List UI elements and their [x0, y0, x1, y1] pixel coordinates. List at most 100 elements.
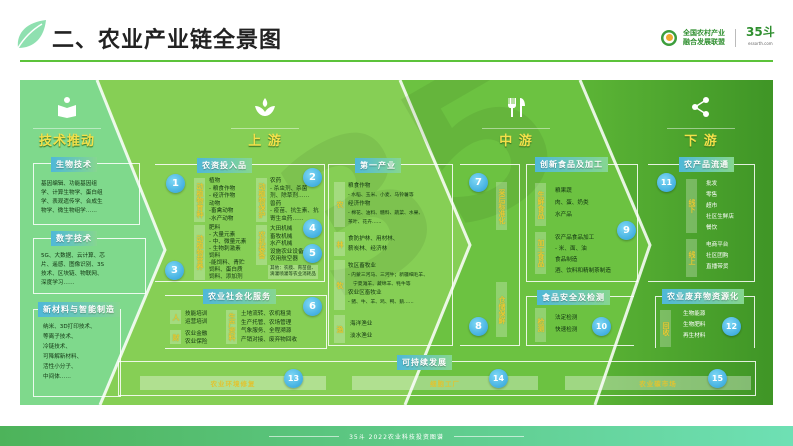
text-line: 中间体…… — [43, 374, 71, 380]
text-line: 动物 — [209, 200, 221, 207]
text-line: 海洋渔业 — [350, 321, 373, 327]
text-line: 设施农业设备 — [270, 248, 304, 255]
tech-rule — [33, 128, 101, 129]
text-line: 电商平台 — [706, 242, 729, 248]
fresh-food-content: 粮果蔬肉、蛋、奶类水产品 — [555, 185, 589, 221]
production-label: 生产资料 — [226, 310, 237, 344]
text-line: - 米、面、油 — [555, 246, 587, 252]
text-line: 生产托管、农场管理 — [241, 319, 292, 326]
text-line: 运营培训 — [185, 319, 208, 325]
text-line: 产销对接、废弃物回收 — [241, 336, 297, 343]
protection-content: 农药- 杀虫剂、杀菌剂、除草剂……兽药- 疫苗、抗生素、抗寄生虫药…… — [270, 178, 319, 223]
sustain-item-environment[interactable]: 农业环境修复 — [140, 376, 326, 390]
text-line: 植物 — [209, 178, 221, 184]
husbandry-content: 牧区畜牧业- 内蒙三河马、三河牛；新疆细毛羊、宁夏滩羊、藏绵羊、牦牛等农业区畜牧… — [348, 262, 428, 307]
text-line: 生物肥料 — [683, 322, 706, 328]
production-content: 土地流转、农机租赁生产托管、农场管理气象服务、全程溯源产销对接、废弃物回收 — [241, 310, 297, 344]
text-line: - 生物刺激素 — [209, 246, 241, 252]
text-line: 农用航空器 — [270, 256, 298, 262]
farming-label: 农 — [334, 182, 345, 227]
biotech-content: 基因编辑、功能基因组学、计算生物学、蛋白组学、表观遗传学、合成生物学、微生物组学… — [41, 180, 103, 216]
badge-3: 3 — [165, 261, 184, 280]
text-line: 食品制造 — [555, 257, 578, 263]
text-line: 片、遥感、图像识别、3S — [41, 262, 105, 268]
post-harvest-box — [460, 164, 520, 346]
people-content: 技能培训运营培训 — [185, 310, 207, 326]
sustainable-tag: 可持续发展 — [397, 355, 452, 370]
badge-6: 6 — [303, 297, 322, 316]
text-line: 5G、大数据、云计算、芯 — [41, 253, 105, 259]
food-tag: 创新食品及加工 — [535, 157, 608, 172]
sustain-item-carbon-market[interactable]: 农业碳市场 — [565, 376, 751, 390]
midstream-title: 中 游 — [499, 134, 533, 149]
text-line: 深度学习…… — [41, 280, 75, 286]
footer-text: 35斗 2022农业科技投资图谱 — [349, 433, 444, 441]
husbandry-label: 牧 — [334, 260, 345, 310]
text-line: -能饲料、青贮 — [209, 260, 245, 266]
text-line: 饲料、添加剂 — [209, 274, 243, 280]
services-tag: 农业社会化服务 — [203, 289, 276, 304]
testing-content: 法定检测快速检测 — [555, 312, 577, 336]
people-label: 人 — [170, 310, 181, 324]
footer-rule-left — [269, 435, 340, 437]
badge-10: 10 — [592, 317, 611, 336]
text-line: 学、表观遗传学、合成生 — [41, 199, 103, 205]
processed-food-content: 农产品食品加工- 米、面、油食品制造酒、饮料和精制茶制造 — [555, 233, 611, 277]
text-line: 等离子技术、 — [43, 334, 77, 340]
text-line: 活性小分子、 — [43, 364, 77, 370]
biotech-tag: 生物技术 — [51, 157, 97, 172]
text-line: 饲料 — [209, 253, 221, 259]
text-line: 粮食作物 — [348, 183, 371, 189]
alliance-swirl-icon — [661, 30, 677, 46]
badge-2: 2 — [303, 168, 322, 187]
text-line: 肥料 — [209, 225, 221, 231]
badge-14: 14 — [489, 369, 508, 388]
text-line: 技能培训 — [185, 311, 208, 317]
storage-label[interactable]: 仓储保鲜 — [496, 282, 507, 337]
text-line: 农药 — [270, 178, 282, 184]
waste-tag: 农业废弃物资源化 — [662, 289, 744, 304]
text-line: 再生材料 — [683, 333, 706, 339]
text-line: 水产机械 — [270, 241, 293, 247]
digital-tech-content: 5G、大数据、云计算、芯片、遥感、图像识别、3S 技术、区块链、物联网、深度学习…… — [41, 252, 105, 288]
badge-5: 5 — [303, 244, 322, 263]
fork-knife-icon — [508, 98, 525, 117]
online-content: 电商平台社区团购直播带货 — [706, 240, 728, 273]
logo-divider — [735, 29, 736, 47]
post-harvest-label[interactable]: 采后标准化 — [496, 182, 507, 230]
text-line: 薪炭林、经济林 — [348, 246, 388, 252]
text-line: 土地流转、农机租赁 — [241, 311, 292, 317]
share-icon — [692, 97, 709, 117]
machinery-content: 大田机械畜牧机械水产机械设施农业设备农用航空器 — [270, 226, 304, 264]
inputs-tag: 农资投入品 — [197, 158, 252, 173]
breeding-label: 动植物育种 — [194, 178, 205, 222]
text-line: 生物能源 — [683, 311, 706, 317]
text-line: 技术、区块链、物联网、 — [41, 271, 103, 277]
text-line: 农业保险 — [185, 339, 208, 345]
online-label: 线上 — [686, 239, 697, 277]
upstream-rule — [231, 128, 299, 129]
logo-line-1: 全国农村产业 — [683, 29, 725, 37]
text-line: 农业区畜牧业 — [348, 290, 382, 296]
text-line: 食防护林、用材林、 — [348, 236, 399, 242]
circulation-tag: 农产品流通 — [679, 157, 734, 172]
text-line: - 疫苗、抗生素、抗 — [270, 208, 319, 214]
text-line: 社区生鲜店 — [706, 214, 734, 220]
text-line: 餐饮 — [706, 225, 718, 231]
sustain-item-cell-factory[interactable]: 细胞工厂 — [352, 376, 538, 390]
primary-industry-tag: 第一产业 — [355, 158, 401, 173]
text-line: - 水稻、玉米、小麦、马铃薯等 — [348, 193, 414, 198]
finance-label: 财 — [170, 330, 181, 344]
text-line: 剂、除草剂…… — [270, 193, 310, 199]
text-line: 批发 — [706, 181, 718, 187]
badge-12: 12 — [722, 317, 741, 336]
machinery-note: 其他：农膜、育苗盘、滴灌喷灌等农业消耗品 — [268, 265, 318, 279]
badge-11: 11 — [657, 173, 676, 192]
machinery-label: 农机装备 — [256, 225, 267, 265]
sprout-icon — [255, 98, 275, 116]
text-line: - 大量元素 — [209, 232, 236, 238]
materials-content: 纳米、3D打印技术、等离子技术、冷链技术、可降解新材料、活性小分子、中间体…… — [43, 322, 96, 382]
offline-label: 线下 — [686, 179, 697, 233]
fishery-label: 渔 — [334, 315, 345, 343]
